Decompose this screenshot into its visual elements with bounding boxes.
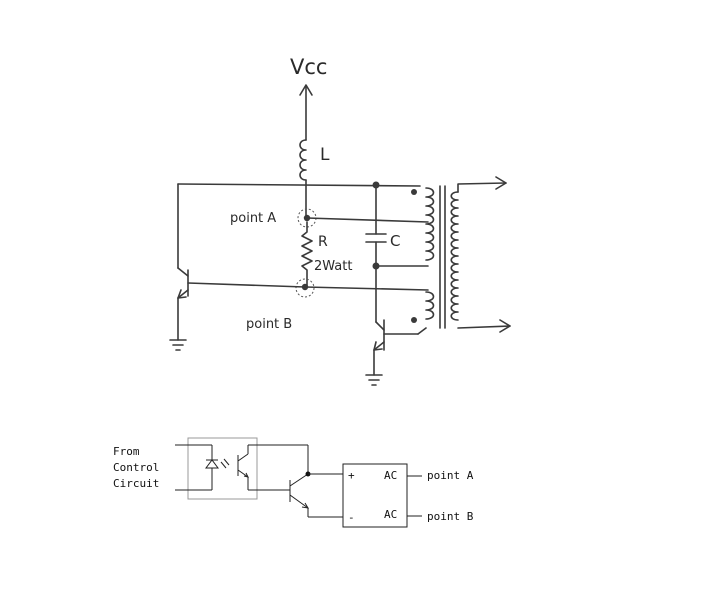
capacitor-label: C — [390, 232, 400, 250]
transformer-feedback-winding — [425, 291, 435, 320]
minus-label: - — [348, 511, 355, 524]
output-transistor-icon — [289, 473, 309, 509]
optocoupler-box — [187, 437, 258, 500]
from-label: From — [113, 445, 140, 458]
led-icon — [205, 445, 230, 490]
phototransistor-icon — [237, 445, 249, 478]
resistor-rating: 2Watt — [314, 259, 352, 274]
primary-polarity-dot — [411, 189, 417, 195]
capacitor-c — [365, 184, 387, 267]
feedback-to-base-wire — [417, 327, 427, 335]
transformer-secondary-winding — [450, 191, 459, 321]
right-transistor — [373, 265, 419, 376]
point-b-bus-wire — [304, 286, 429, 291]
ac-bottom-label: AC — [384, 508, 397, 521]
vcc-label: Vcc — [290, 55, 327, 79]
output-arrow-bottom — [457, 319, 511, 333]
resistor-label: R — [318, 234, 328, 250]
output-arrow-top — [457, 176, 507, 193]
resonant-converter-schematic: Vcc L point A R 2Watt point B — [169, 55, 511, 386]
plus-label: + — [348, 469, 355, 482]
vcc-arrow — [299, 84, 313, 141]
resistor-r — [301, 221, 313, 287]
circuit-label: Circuit — [113, 477, 159, 490]
point-a-wire — [306, 217, 429, 223]
control-label: Control — [113, 461, 159, 474]
ac-top-label: AC — [384, 469, 397, 482]
inductor-label: L — [320, 145, 330, 165]
inductor-l — [299, 139, 307, 181]
left-ground-icon — [169, 339, 187, 351]
point-b-label: point B — [246, 317, 292, 332]
point-a-output-label: point A — [427, 469, 474, 482]
control-switch-schematic: From Control Circuit — [113, 437, 474, 528]
left-transistor — [177, 183, 306, 341]
top-bus-wire — [177, 183, 421, 187]
feedback-polarity-dot — [411, 317, 417, 323]
point-b-output-label: point B — [427, 510, 474, 523]
point-a-label: point A — [230, 211, 276, 226]
bridge-rectifier-box — [342, 463, 408, 528]
right-ground-icon — [365, 374, 383, 386]
transformer-primary-winding — [425, 187, 435, 261]
